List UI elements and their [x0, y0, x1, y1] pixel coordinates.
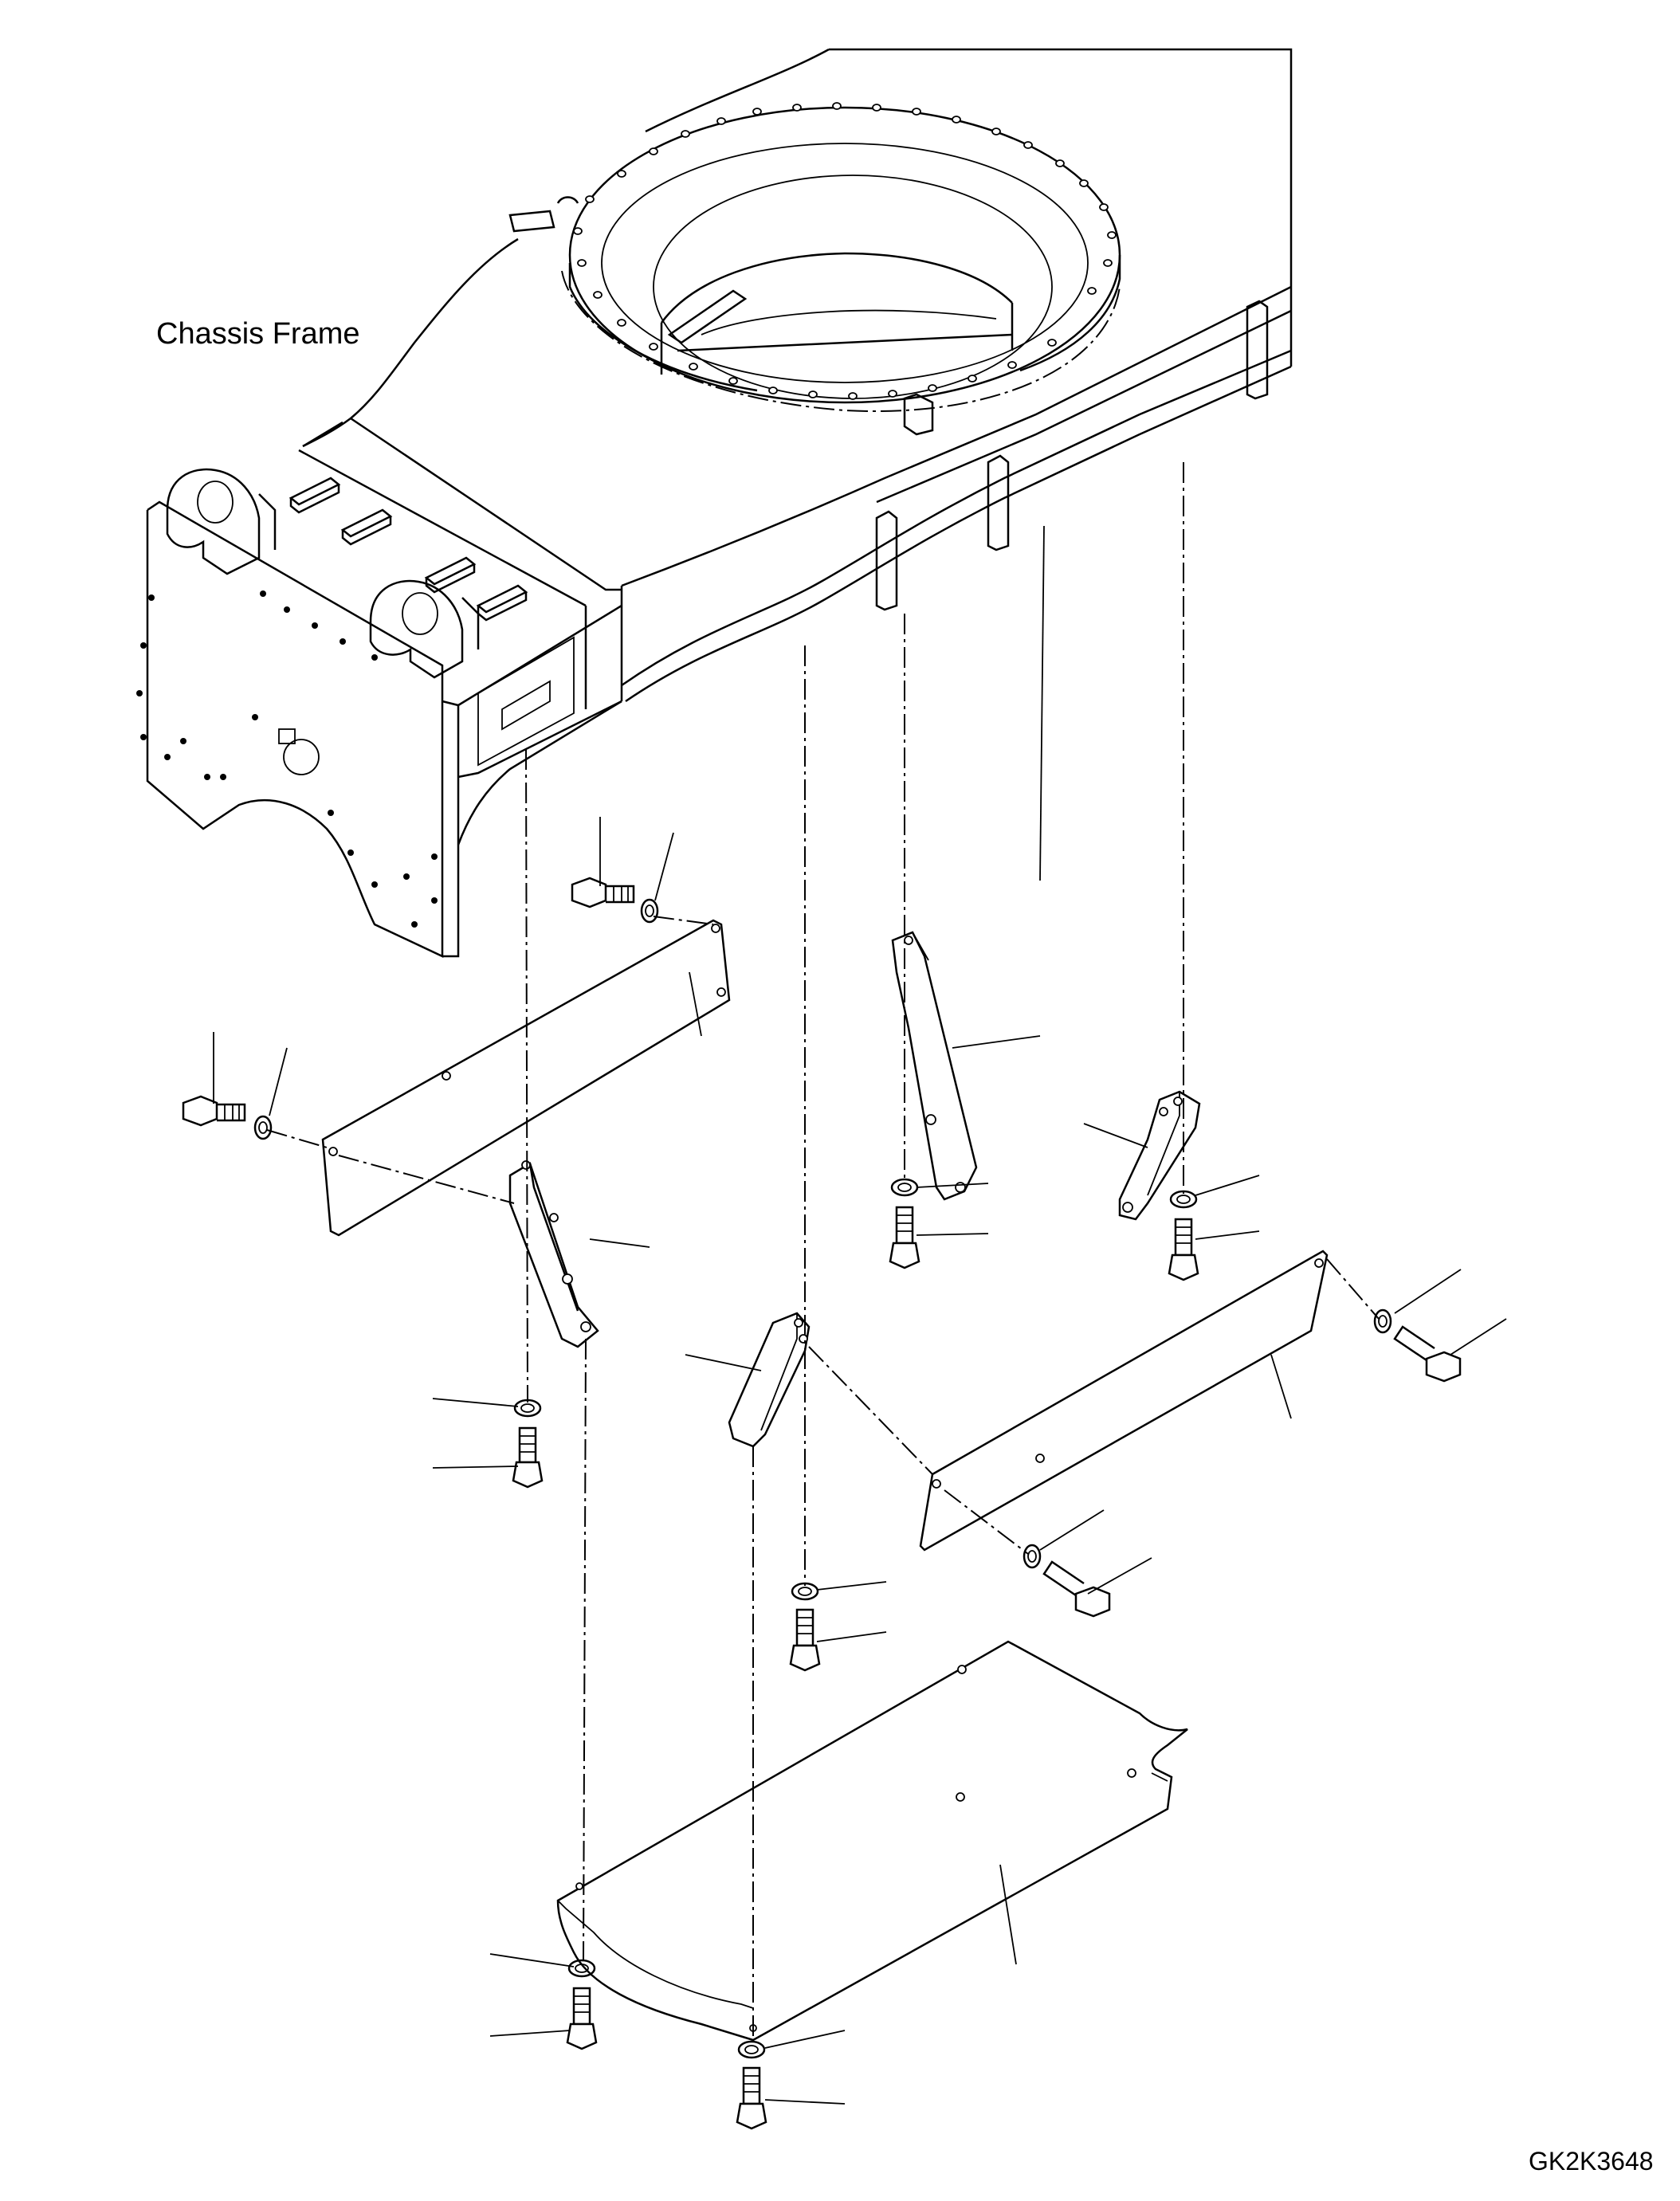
bracket-middle [728, 1312, 811, 1448]
drawing-code: GK2K3648 [1529, 2147, 1654, 2175]
bracket-upper-right [891, 931, 978, 1201]
side-cover-plate-lower [919, 1250, 1329, 1552]
under-cover-plate [556, 1640, 1188, 2042]
leader-lines [213, 525, 1507, 2105]
side-cover-plate-upper [321, 919, 731, 1237]
chassis-frame [136, 48, 1293, 958]
chassis-frame-label: Chassis Frame [156, 317, 360, 351]
assembly-center-lines [266, 462, 1380, 2040]
washers [253, 898, 1392, 2059]
bracket-left [508, 1160, 599, 1348]
bolts [182, 877, 1462, 2130]
bracket-right [1118, 1090, 1201, 1221]
